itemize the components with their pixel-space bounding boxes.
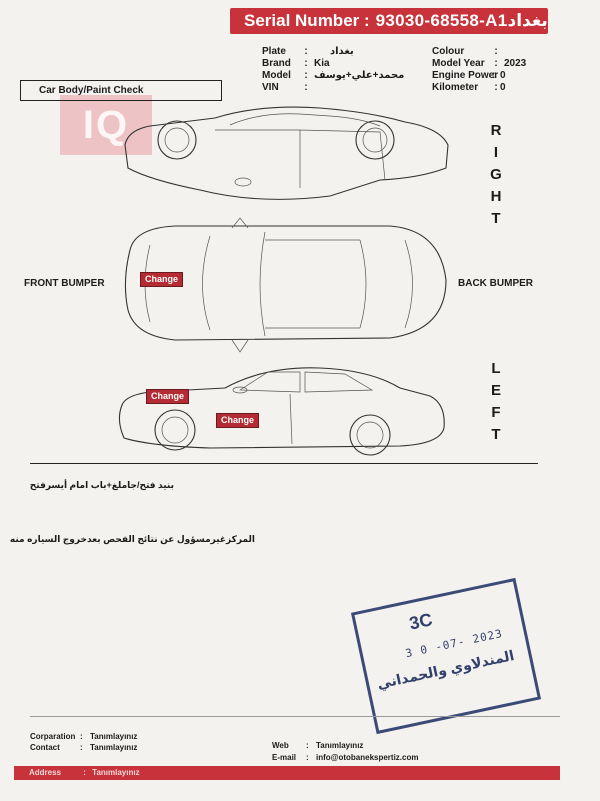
corporation-value: Tanımlayınız — [90, 732, 138, 741]
address-bar: Address : Tanımlayınız — [14, 766, 560, 780]
brand-value: Kia — [314, 58, 330, 69]
serial-number-value: 93030-68558-A1بغداد — [375, 11, 548, 30]
model-year-label: Model Year — [432, 58, 485, 69]
inspection-note: بنيد فتح/جاملغ+باب امام أيسرفتح — [29, 480, 174, 490]
email-label: E-mail — [272, 753, 297, 762]
iq-logo: IQ — [60, 95, 152, 155]
stamp-names: المندلاوي والحمداني — [375, 647, 516, 692]
car-top-view — [124, 217, 447, 353]
stamp-code: 3C — [407, 609, 435, 634]
car-right-side-view — [124, 106, 449, 200]
front-bumper-label: FRONT BUMPER — [24, 278, 105, 289]
contact-value: Tanımlayınız — [90, 743, 138, 752]
footer-divider — [30, 716, 560, 717]
address-value: Tanımlayınız — [92, 768, 140, 777]
plate-row: Plate — [262, 46, 286, 58]
kilometer-label: Kilometer — [432, 82, 479, 93]
change-tag-front-fender: Change — [146, 389, 190, 404]
plate-value: بغداد — [330, 46, 354, 57]
left-letter-t: T — [491, 426, 501, 443]
car-left-side-view — [118, 367, 445, 456]
change-tag-front-door: Change — [216, 413, 260, 428]
vin-label: VIN — [262, 82, 279, 93]
right-letter-h: H — [490, 188, 502, 205]
brand-label: Brand — [262, 58, 291, 69]
serial-number-bar: Serial Number : 93030-68558-A1بغداد — [230, 8, 548, 34]
right-letter-t: T — [491, 210, 501, 227]
left-letter-f: F — [491, 404, 501, 421]
serial-number-label: Serial Number : — [244, 11, 370, 30]
model-value: محمد+علي+يوسف — [314, 70, 405, 81]
change-tag-front-hood: Change — [140, 272, 184, 287]
section-divider — [30, 463, 538, 464]
web-label: Web — [272, 741, 289, 750]
colour-label: Colour — [432, 46, 465, 57]
disclaimer-note: المركزغيرمسؤول عن نتائج الفحص بعدخروج ال… — [9, 534, 255, 544]
model-label: Model — [262, 70, 291, 81]
back-bumper-label: BACK BUMPER — [458, 278, 533, 289]
right-letter-i: I — [493, 144, 499, 161]
car-diagram — [118, 106, 449, 456]
car-body-paint-check-title: Car Body/Paint Check — [20, 80, 222, 101]
kilometer-value: 0 — [500, 82, 506, 93]
engine-power-label: Engine Power — [432, 70, 499, 81]
left-letter-l: L — [491, 360, 501, 377]
plate-label: Plate — [262, 46, 286, 57]
left-letter-e: E — [490, 382, 501, 399]
web-value: Tanımlayınız — [316, 741, 364, 750]
address-label: Address — [29, 768, 62, 777]
corporation-label: Corparation — [30, 732, 76, 741]
contact-label: Contact — [30, 743, 60, 752]
inspection-stamp: 3C 3 0 -07- 2023 المندلاوي والحمداني — [350, 577, 542, 735]
engine-power-value: 0 — [500, 70, 506, 81]
right-letter-r: R — [490, 122, 502, 139]
email-value: info@otobanekspertiz.com — [316, 753, 419, 762]
right-letter-g: G — [490, 166, 502, 183]
model-year-value: 2023 — [504, 58, 527, 69]
